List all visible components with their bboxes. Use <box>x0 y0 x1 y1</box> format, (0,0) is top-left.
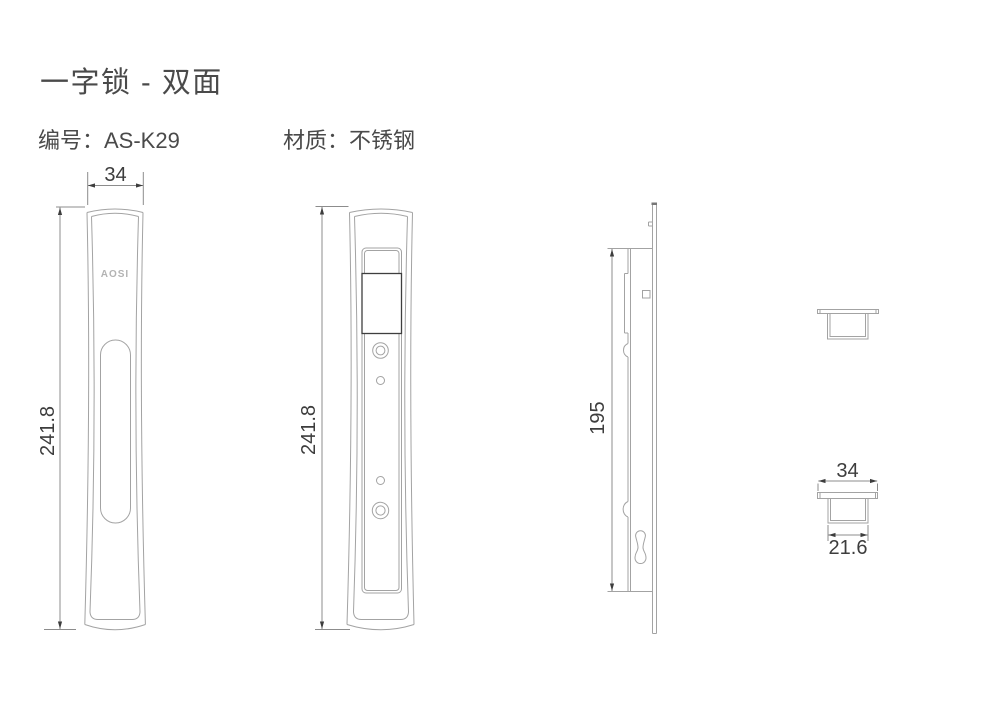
side-bump-top <box>623 343 629 358</box>
back-height-dimension <box>315 206 350 630</box>
front-view-drawing <box>44 172 146 631</box>
side-body-profile <box>607 248 653 592</box>
side-faceplate-notch <box>648 221 653 227</box>
back-view-drawing <box>315 206 415 631</box>
brand-logo-text: AOSI <box>100 269 130 280</box>
side-view-drawing <box>607 202 657 634</box>
front-width-dim-label: 34 <box>104 164 127 186</box>
front-outer-outline <box>84 208 146 631</box>
latch-top-flange-ticks <box>819 309 877 314</box>
back-cylinder-hole-inner <box>375 345 386 356</box>
latch-top-view-drawing <box>817 309 879 340</box>
side-keyhole-slot <box>634 530 647 565</box>
front-height-dimension <box>44 206 85 630</box>
latch-top-flange <box>817 309 879 314</box>
back-cylinder-hole-outer <box>372 342 389 359</box>
side-bump-bottom <box>622 501 629 518</box>
front-grip-slot <box>100 339 131 524</box>
page-title: 一字锁 - 双面 <box>40 67 223 99</box>
latch-top-box <box>827 313 869 340</box>
back-outer-outline <box>346 208 415 631</box>
side-square-hole <box>642 290 651 299</box>
side-height-dim-label: 195 <box>587 401 609 435</box>
back-screw-hole-top <box>376 376 385 385</box>
front-inner-outline <box>89 212 141 620</box>
front-height-dim-label: 241.8 <box>37 405 59 457</box>
back-lock-body-window <box>361 272 403 335</box>
latch-width-dimension <box>817 478 878 491</box>
latch-inner-width-dimension <box>827 525 869 541</box>
part-number-label: 编号：AS-K29 <box>38 128 180 153</box>
back-center-strip-outer <box>361 247 402 594</box>
latch-section-view-drawing <box>817 478 878 541</box>
side-faceplate-top-cap <box>651 202 657 205</box>
back-screw-hole-bottom <box>376 476 385 485</box>
back-cylinder-hole2-outer <box>371 501 390 520</box>
latch-section-flange <box>817 492 878 499</box>
latch-section-box <box>827 498 869 524</box>
latch-width-dim-label: 34 <box>836 460 859 482</box>
side-height-dimension <box>609 249 615 591</box>
front-width-dimension <box>87 172 144 205</box>
latch-section-flange-ticks <box>819 492 876 499</box>
back-center-strip-inner <box>364 250 400 591</box>
back-cylinder-hole2-inner <box>375 505 386 516</box>
side-faceplate <box>652 202 657 634</box>
latch-inner-width-dim-label: 21.6 <box>828 537 868 559</box>
back-height-dim-label: 241.8 <box>298 404 320 456</box>
back-inner-outline <box>353 212 409 620</box>
material-label: 材质：不锈钢 <box>283 128 416 153</box>
